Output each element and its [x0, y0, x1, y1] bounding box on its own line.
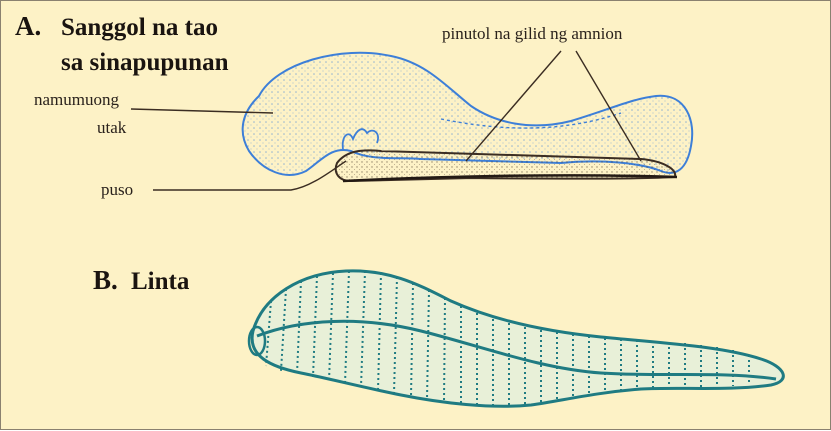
label-brain-line2: utak [97, 118, 127, 137]
section-a-title-line2: sa sinapupunan [61, 49, 229, 76]
section-a-title-line1: Sanggol na tao [61, 14, 218, 41]
embryo-illustration [243, 53, 693, 181]
section-a-letter: A. [15, 11, 41, 41]
leech-illustration [249, 271, 783, 406]
section-b-letter: B. [93, 265, 118, 295]
section-b-title: Linta [131, 268, 190, 295]
label-brain-line1: namumuong [34, 90, 119, 109]
leech-body [252, 271, 783, 406]
leader-heart [153, 161, 346, 190]
label-amnion: pinutol na gilid ng amnion [442, 24, 623, 43]
label-heart: puso [101, 180, 133, 199]
